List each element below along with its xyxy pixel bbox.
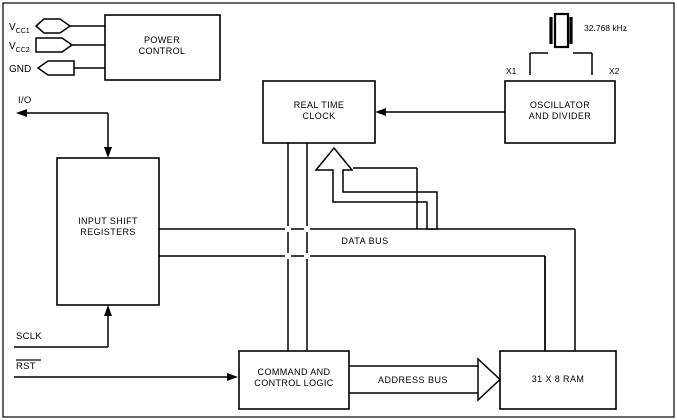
block-input-shift-label-line2: REGISTERS (80, 227, 136, 237)
block-ram-label: 31 X 8 RAM (532, 374, 585, 384)
arrowhead-io-out (16, 109, 27, 117)
block-ram (499, 350, 617, 410)
block-input-shift-label-line1: INPUT SHIFT (78, 216, 138, 226)
bus-arrow-address-to-ram (477, 357, 502, 402)
block-real-time-clock-label-line1: REAL TIME (294, 100, 345, 110)
crystal-terminal-x1-label: X1 (506, 66, 517, 76)
block-command-logic-label-line1: COMMAND AND (258, 367, 331, 377)
block-real-time-clock-label-line2: CLOCK (302, 111, 335, 121)
signal-rst-label: RST (16, 361, 36, 372)
crystal-frequency-label: 32.768 kHz (584, 23, 627, 33)
arrowhead-sclk-into-shift-registers (104, 305, 112, 316)
block-oscillator-label-line1: OSCILLATOR (530, 100, 590, 110)
pin-vcc1-label: VCC1 (9, 22, 30, 35)
pin-vcc2-label: VCC2 (9, 41, 30, 54)
bus-arrow-data-to-rtc (314, 146, 438, 230)
pin-vcc1-symbol (34, 18, 72, 34)
block-command-and-control-logic (238, 350, 350, 410)
arrowhead-rst-into-command-logic (227, 373, 238, 381)
block-real-time-clock (262, 80, 376, 144)
arrowhead-io-into-shift-registers (104, 147, 112, 158)
crystal-terminal-x2-label: X2 (609, 66, 620, 76)
pin-gnd-symbol (36, 60, 75, 76)
label-data-bus: DATA BUS (341, 236, 388, 246)
signal-io-label: I/O (18, 95, 32, 106)
label-address-bus: ADDRESS BUS (378, 375, 448, 385)
signal-sclk-label: SCLK (16, 331, 42, 342)
block-command-logic-label-line2: CONTROL LOGIC (254, 378, 333, 388)
block-input-shift-registers (56, 157, 160, 306)
pin-vcc2-symbol (35, 37, 74, 53)
block-power-control (104, 14, 221, 81)
block-power-control-label-line1: POWER (144, 35, 180, 45)
block-oscillator-label-line2: AND DIVIDER (529, 111, 592, 121)
block-power-control-label-line2: CONTROL (139, 46, 186, 56)
crystal-body (553, 12, 570, 49)
block-oscillator-and-divider (504, 80, 616, 144)
arrowhead-oscillator-to-rtc (375, 108, 386, 116)
pin-gnd-label: GND (9, 64, 31, 75)
